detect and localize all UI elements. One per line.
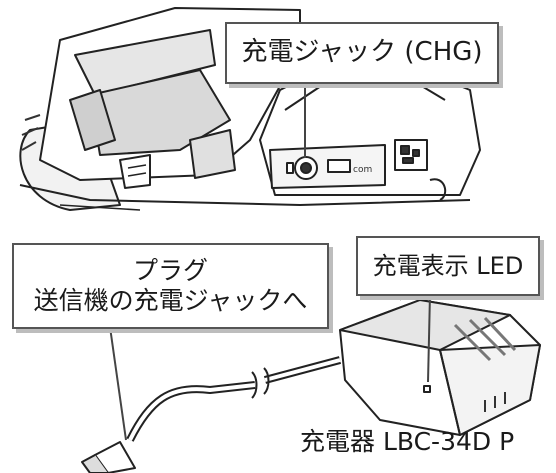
chg-jack-callout: 充電ジャック (CHG) — [225, 22, 499, 84]
plug-label: プラグ — [132, 256, 208, 285]
plug-callout: プラグ 送信機の充電ジャックへ — [12, 243, 329, 329]
chg-jack-label: 充電ジャック (CHG) — [241, 37, 483, 68]
charger-illustration — [81, 284, 541, 473]
led-callout: 充電表示 LED — [356, 236, 540, 296]
plug-description: 送信機の充電ジャックへ — [33, 286, 308, 315]
led-label: 充電表示 LED — [372, 251, 524, 280]
svg-text:com: com — [353, 165, 372, 175]
charger-caption: 充電器 LBC-34D P — [300, 427, 515, 456]
led-indicator — [423, 385, 431, 393]
qr-label — [394, 139, 428, 171]
